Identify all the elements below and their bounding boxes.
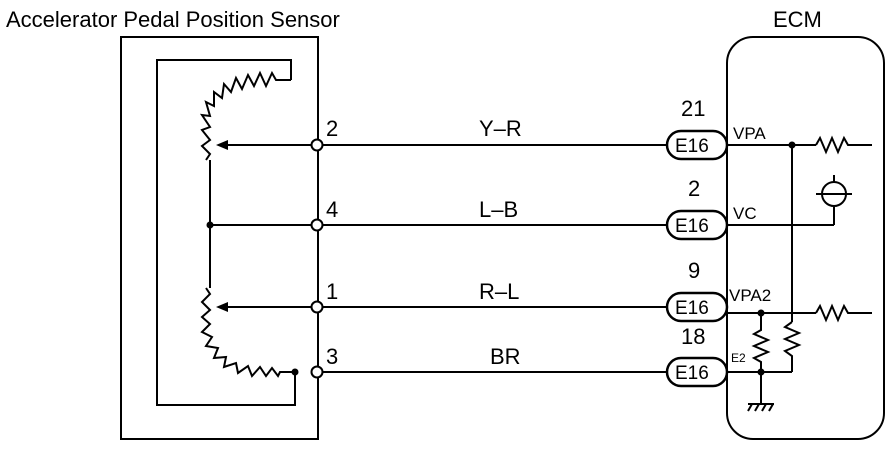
connector-label: E16 — [675, 136, 709, 157]
wiper-arrow-lower — [216, 302, 228, 312]
ecm-vpa2-pulldown-resistor — [751, 313, 771, 372]
connector-label: E16 — [675, 216, 709, 237]
connector-oval — [665, 291, 729, 323]
ecm-pin-label: 2 — [688, 176, 700, 201]
ecm-vpa-resistor — [815, 135, 872, 155]
ecm-pin-label: 18 — [681, 324, 705, 349]
ground-icon — [747, 403, 774, 412]
ecm-vpa-pulldown-resistor — [782, 321, 802, 372]
ecm-outer-box — [726, 36, 885, 440]
sensor-title: Accelerator Pedal Position Sensor — [6, 7, 340, 32]
wiper-arrow-upper — [216, 140, 228, 150]
ecm-pin-label: 9 — [688, 258, 700, 283]
sensor-terminal — [310, 218, 324, 232]
sensor-pin-label: 1 — [326, 279, 338, 304]
wire-color-label: Y–R — [479, 116, 522, 141]
upper-sensor-resistor — [199, 70, 291, 161]
sensor-pin-label: 3 — [326, 344, 338, 369]
ecm-signal-label: VPA — [733, 124, 766, 143]
sensor-terminal — [310, 138, 324, 152]
ecm-signal-label: VC — [733, 204, 757, 223]
sensor-pin-label: 4 — [326, 197, 338, 222]
ecm-signal-label: E2 — [731, 351, 746, 365]
lower-sensor-resistor — [200, 287, 295, 378]
wire-color-label: R–L — [479, 279, 519, 304]
ecm-signal-label: VPA2 — [729, 286, 771, 305]
sensor-terminal — [310, 300, 324, 314]
ecm-vpa2-resistor — [815, 303, 872, 323]
sensor-inner-frame — [156, 59, 296, 406]
sensor-outer-box — [120, 36, 319, 440]
sensor-terminal — [310, 365, 324, 379]
connector-label: E16 — [675, 363, 709, 384]
wire-color-label: L–B — [479, 197, 518, 222]
ecm-title: ECM — [773, 7, 822, 32]
wire-color-label: BR — [490, 344, 521, 369]
connector-label: E16 — [675, 298, 709, 319]
junction-dot-ground — [291, 368, 299, 376]
ecm-pin-label: 21 — [681, 96, 705, 121]
sensor-pin-label: 2 — [326, 116, 338, 141]
